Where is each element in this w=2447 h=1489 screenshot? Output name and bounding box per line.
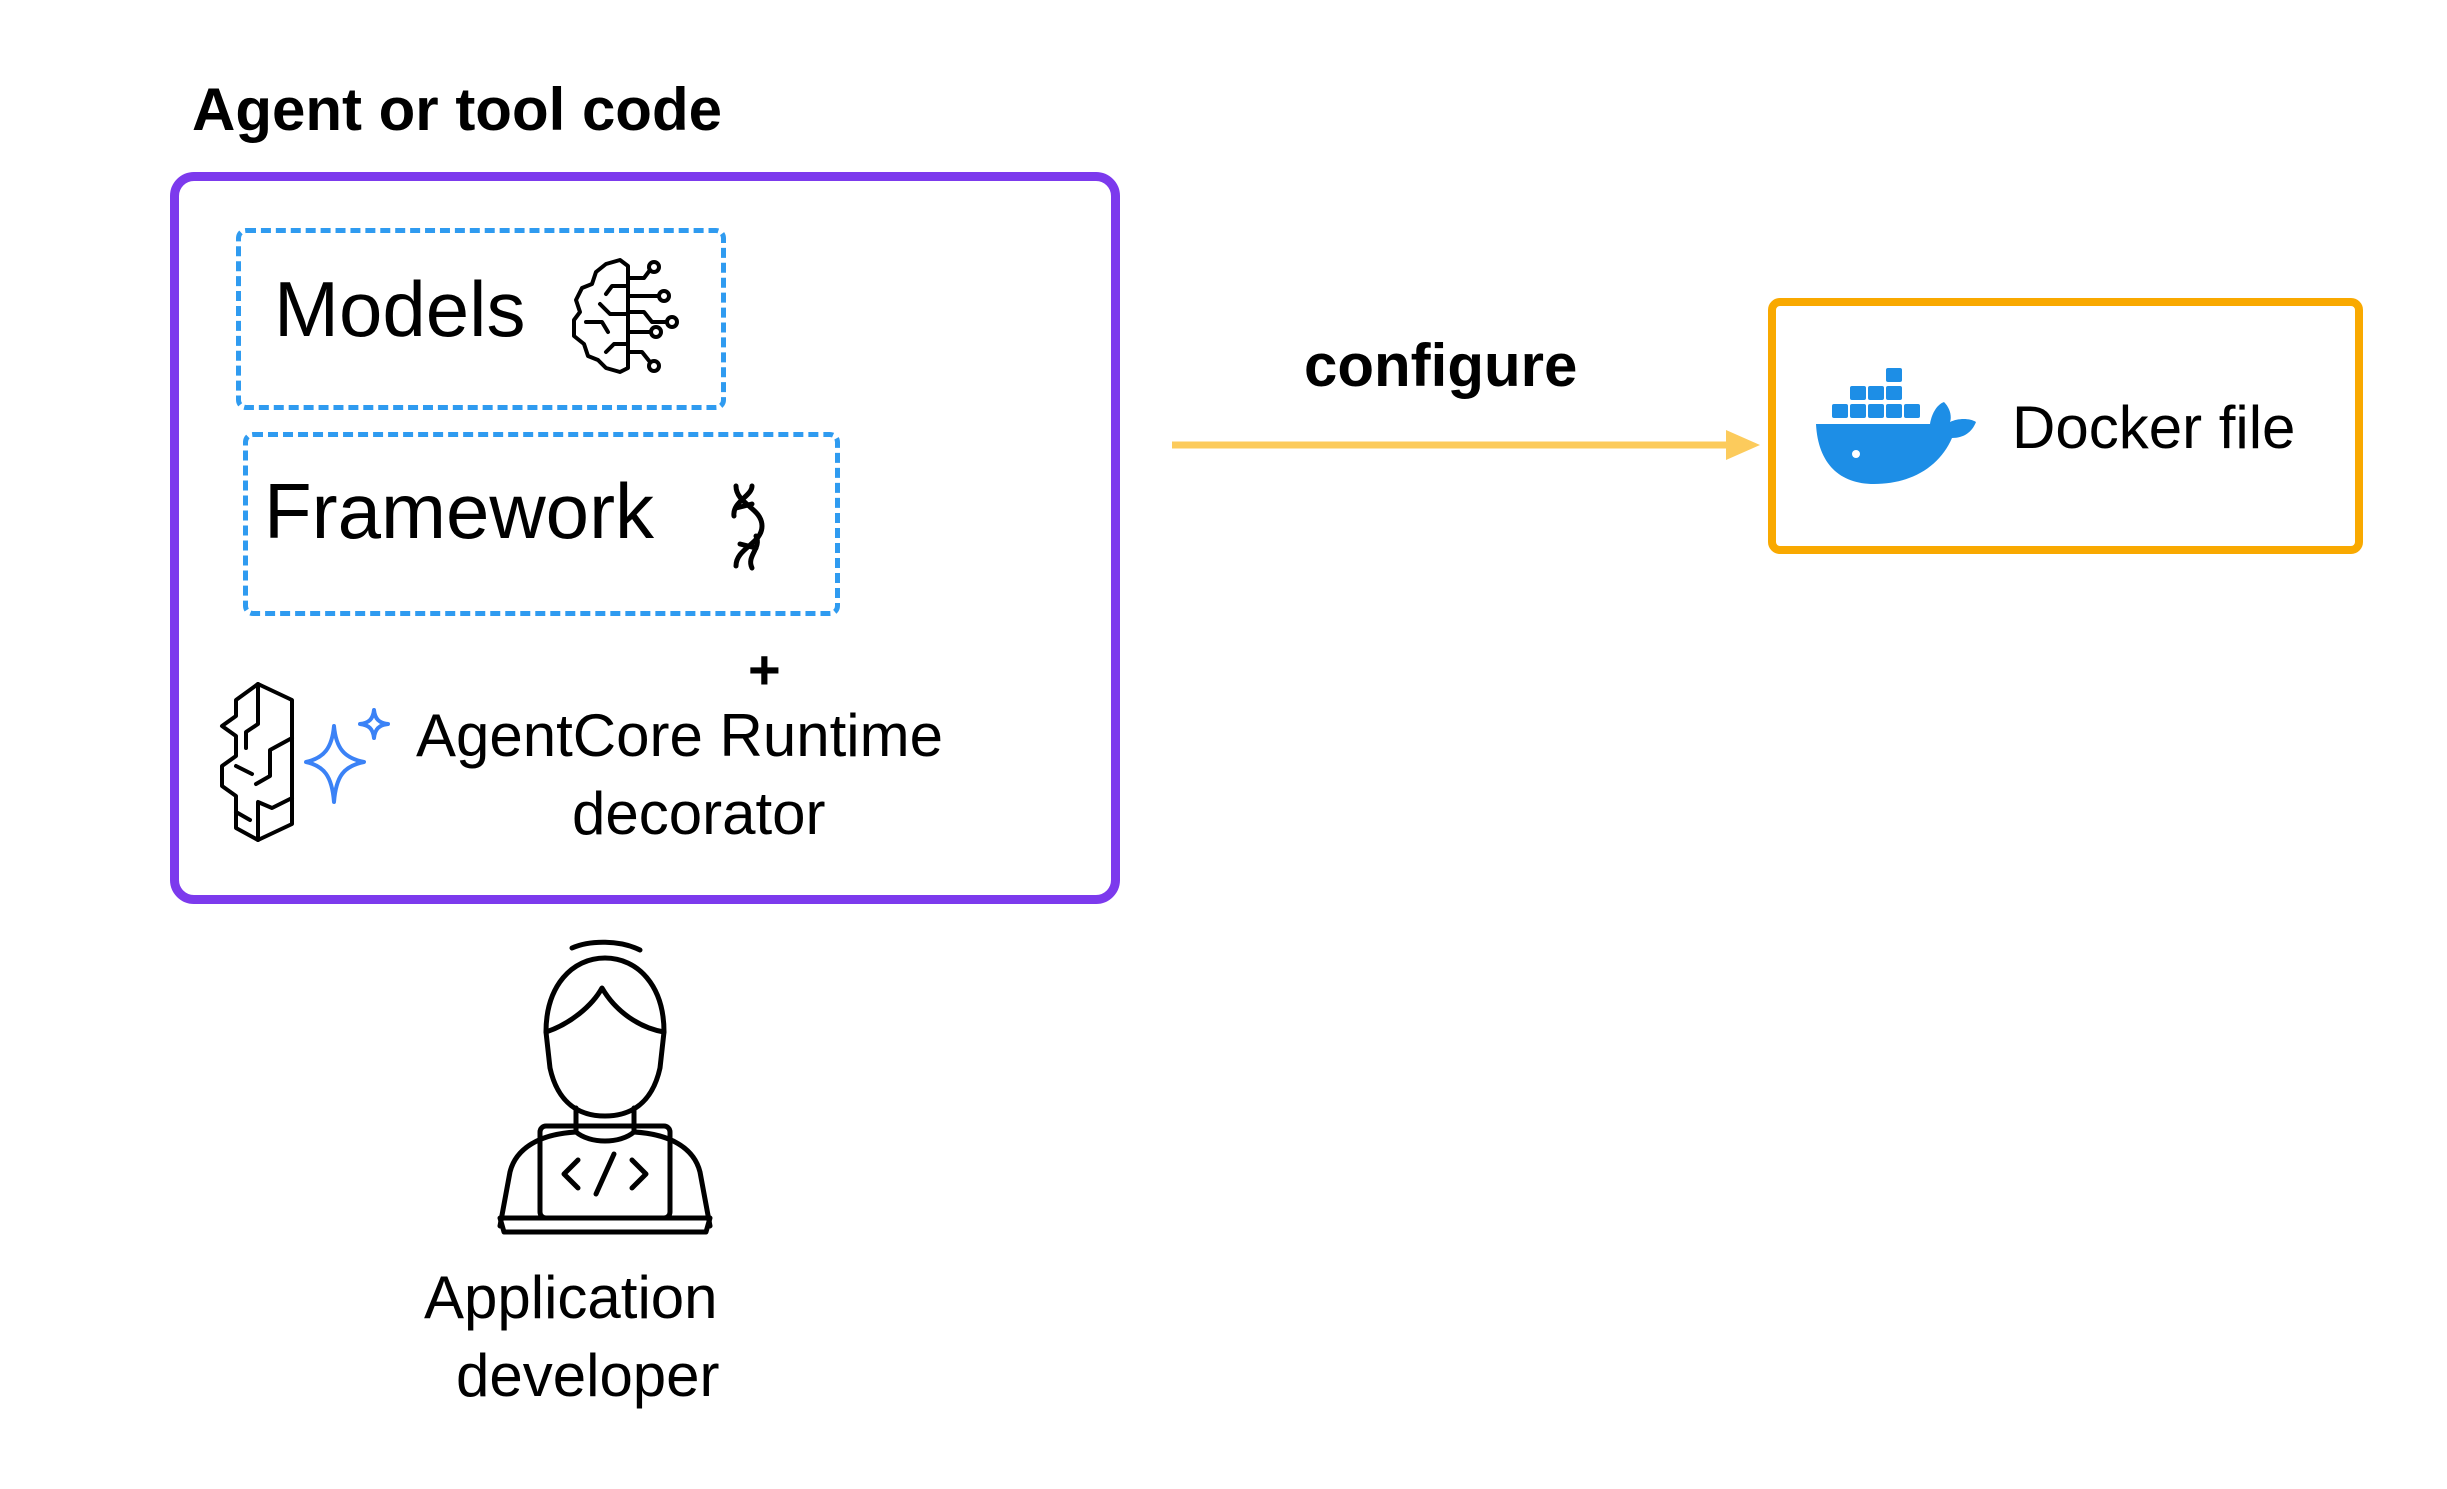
agent-code-box xyxy=(170,172,1120,904)
models-label: Models xyxy=(274,265,526,353)
developer-laptop-icon xyxy=(497,939,713,1235)
brain-circuit-icon xyxy=(572,258,679,374)
section-title: Agent or tool code xyxy=(192,76,722,143)
docker-file-label: Docker file xyxy=(2012,394,2296,461)
docker-file-box xyxy=(1768,298,2363,554)
docker-whale-icon xyxy=(1816,368,1976,484)
configure-label: configure xyxy=(1304,332,1578,399)
developer-label-line2: developer xyxy=(456,1342,720,1409)
runtime-label-line2: decorator xyxy=(572,780,826,847)
dna-icon xyxy=(731,483,765,571)
framework-label: Framework xyxy=(264,467,655,555)
runtime-label-line1: AgentCore Runtime xyxy=(416,702,943,769)
developer-label-line1: Application xyxy=(424,1264,718,1331)
framework-box xyxy=(243,432,840,616)
models-box xyxy=(236,228,726,410)
agentcore-brain-icon xyxy=(220,682,294,842)
configure-arrow xyxy=(1172,430,1760,460)
plus-sign: + xyxy=(748,638,781,701)
sparkle-icon xyxy=(304,708,390,804)
